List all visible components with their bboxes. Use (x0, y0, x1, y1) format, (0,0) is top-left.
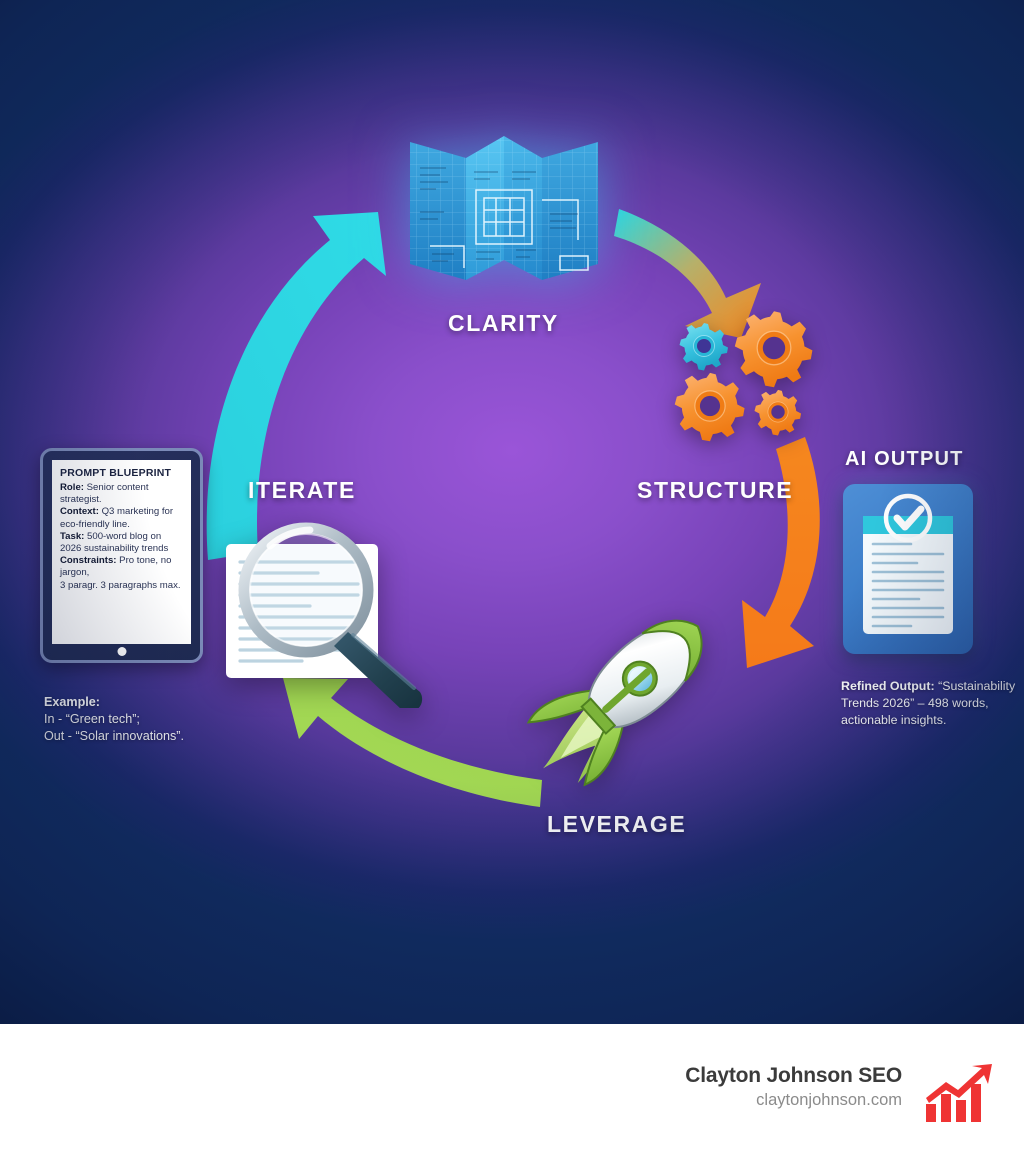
prompt-line-key: Context: (60, 506, 99, 518)
stage-label-clarity: CLARITY (448, 310, 559, 336)
arrow-structure-to-leverage (742, 437, 820, 668)
example-note: Example: In - “Green tech”; Out - “Solar… (44, 694, 254, 745)
infographic-canvas: PROMPT BLUEPRINT Role: Senior content st… (0, 0, 1024, 1024)
prompt-line-key: Constraints: (60, 555, 117, 567)
tablet-screen: PROMPT BLUEPRINT Role: Senior content st… (52, 460, 191, 644)
growth-bar-chart-arrow-icon (926, 1064, 992, 1122)
stage-label-leverage: LEVERAGE (547, 811, 687, 837)
gear-medium-orange (674, 372, 745, 442)
ai-output-caption-heading: Refined Output: (841, 679, 935, 693)
stage-label-structure: STRUCTURE (637, 477, 794, 503)
prompt-blueprint-line: Role: Senior content strategist. (60, 482, 184, 506)
gear-small-cyan (679, 323, 728, 371)
footer-bar: Clayton Johnson SEO claytonjohnson.com (0, 1024, 1024, 1154)
gear-small-orange (754, 389, 802, 436)
prompt-blueprint-line: Context: Q3 marketing for eco-friendly l… (60, 506, 184, 530)
ai-output-card (843, 484, 973, 654)
prompt-line-key: Role: (60, 482, 84, 493)
example-note-heading: Example: (44, 695, 100, 709)
stage-label-iterate: ITERATE (248, 477, 356, 503)
ai-output-title: AI OUTPUT (845, 448, 964, 470)
brand-block: Clayton Johnson SEO claytonjohnson.com (685, 1064, 902, 1110)
example-note-line-1: In - “Green tech”; (44, 712, 140, 726)
prompt-blueprint-line: Task: 500-word blog on 2026 sustainabili… (60, 531, 184, 555)
rocket-icon (526, 619, 703, 787)
tablet-home-button[interactable] (117, 647, 126, 656)
example-note-line-2: Out - “Solar innovations”. (44, 729, 184, 743)
blueprint-icon (410, 136, 598, 280)
prompt-line-value: 3 paragr. 3 paragraphs max. (60, 579, 181, 591)
brand-url[interactable]: claytonjohnson.com (756, 1091, 902, 1109)
ai-output-caption: Refined Output: “Sustainability Trends 2… (841, 678, 1021, 729)
prompt-blueprint-line: Constraints: Pro tone, no jargon, (60, 555, 184, 579)
brand-name: Clayton Johnson SEO (685, 1064, 902, 1087)
magnifier-document-icon (226, 522, 423, 708)
prompt-line-key: Task: (60, 530, 85, 542)
gear-large-orange (734, 311, 813, 388)
prompt-blueprint-tablet[interactable]: PROMPT BLUEPRINT Role: Senior content st… (40, 448, 203, 663)
clipboard-check-icon (863, 493, 953, 634)
arrow-iterate-to-clarity (206, 212, 386, 560)
prompt-blueprint-line: 3 paragr. 3 paragraphs max. (60, 580, 184, 592)
prompt-blueprint-title: PROMPT BLUEPRINT (60, 467, 172, 479)
gears-icon (674, 311, 813, 442)
